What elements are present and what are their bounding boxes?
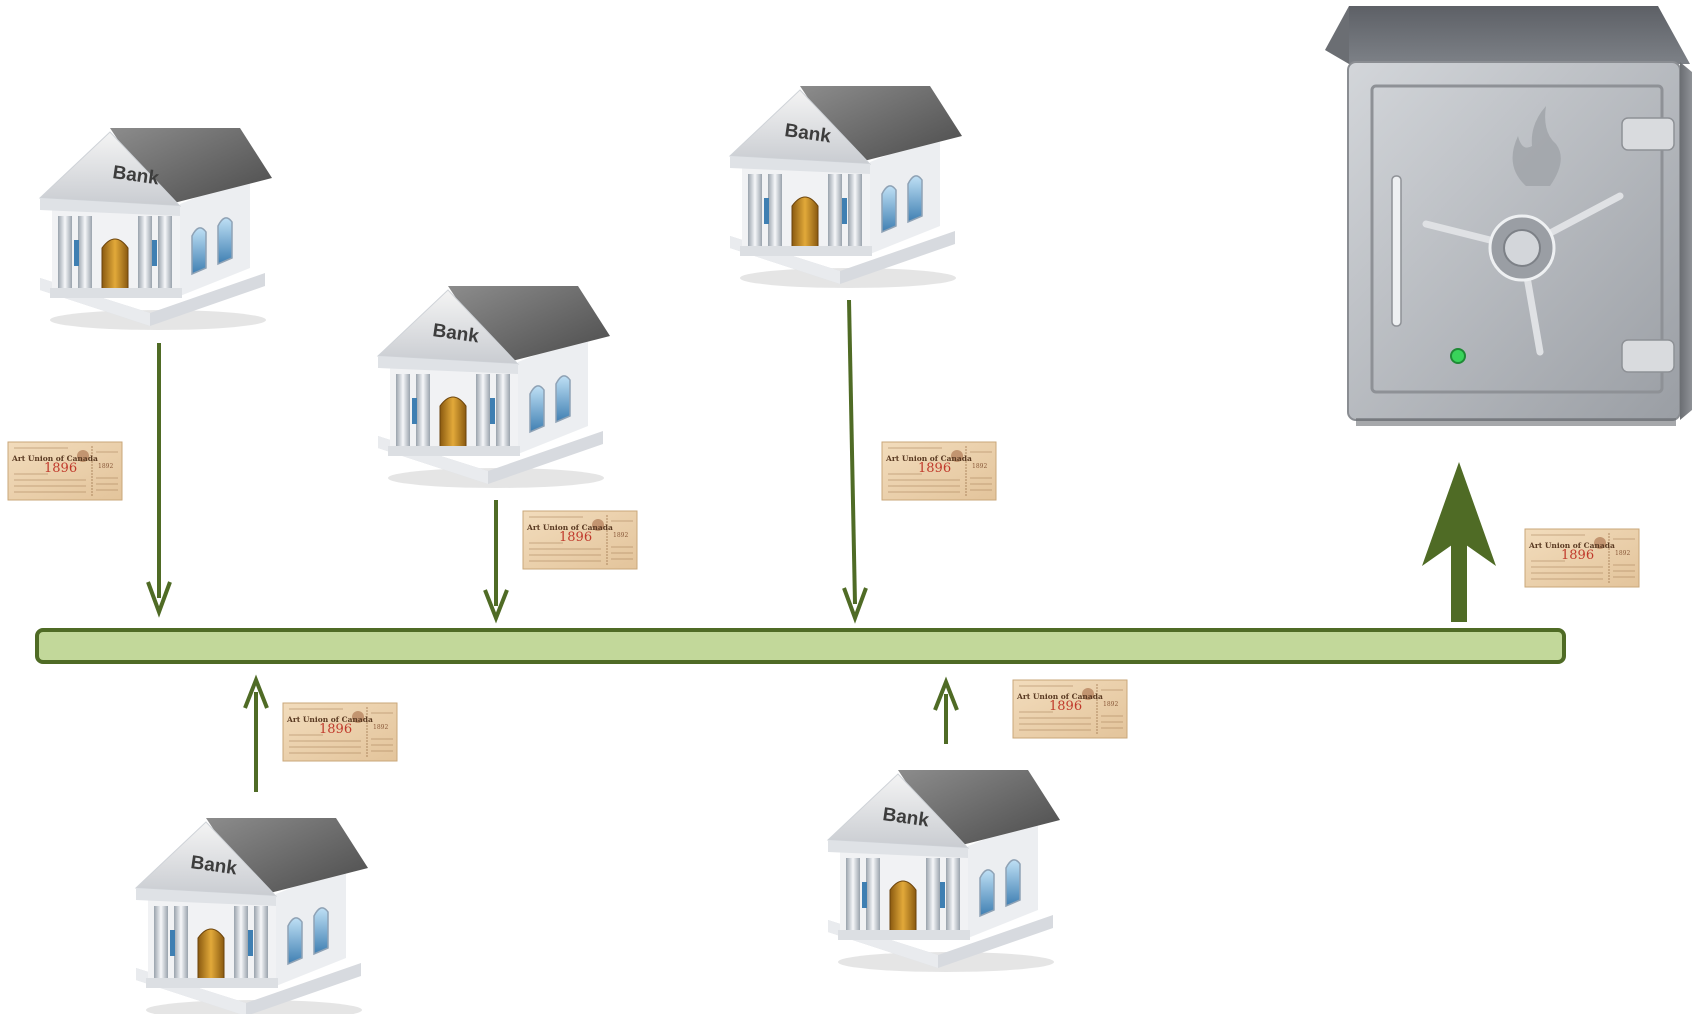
bank-4: Bank: [135, 817, 369, 1014]
svg-text:1896: 1896: [319, 722, 352, 737]
arrow-down-icon: [146, 343, 172, 618]
svg-text:1896: 1896: [1561, 548, 1594, 563]
arrow-down-icon: [842, 299, 868, 624]
svg-text:1892: 1892: [373, 724, 388, 731]
bank-2: Bank: [377, 285, 611, 489]
arrow-up-icon: [243, 674, 269, 792]
svg-text:1896: 1896: [559, 530, 592, 545]
svg-text:1896: 1896: [1049, 699, 1082, 714]
svg-text:Art Union of Canada: Art Union of Canada: [11, 454, 98, 463]
bank-1: Bank: [39, 127, 273, 331]
svg-text:1892: 1892: [1615, 550, 1630, 557]
svg-text:Art Union of Canada: Art Union of Canada: [1016, 692, 1103, 701]
certificate-icon: Art Union of Canada 1896 1892: [1012, 679, 1128, 739]
svg-text:1896: 1896: [918, 461, 951, 476]
svg-text:Art Union of Canada: Art Union of Canada: [1528, 541, 1615, 550]
settlement-bar: [35, 628, 1566, 664]
svg-text:1892: 1892: [972, 463, 987, 470]
bank-3: Bank: [729, 85, 963, 289]
svg-text:1896: 1896: [44, 461, 77, 476]
svg-text:1892: 1892: [613, 532, 628, 539]
certificate-icon: Art Union of Canada 1896 1892: [282, 702, 398, 762]
certificate-icon: Art Union of Canada 1896 1892: [522, 510, 638, 570]
arrow-up-icon: [1422, 462, 1496, 622]
arrow-up-icon: [933, 676, 959, 744]
svg-text:Art Union of Canada: Art Union of Canada: [526, 523, 613, 532]
arrow-down-icon: [483, 500, 509, 624]
certificate-icon: Art Union of Canada 1896 1892: [1524, 528, 1640, 588]
svg-text:1892: 1892: [98, 463, 113, 470]
certificate-icon: Art Union of Canada 1896 1892: [7, 441, 123, 501]
svg-text:1892: 1892: [1103, 701, 1118, 708]
bank-5: Bank: [827, 769, 1061, 973]
svg-text:Art Union of Canada: Art Union of Canada: [286, 715, 373, 724]
certificate-icon: Art Union of Canada 1896 1892: [881, 441, 997, 501]
safe-icon: [1325, 6, 1692, 426]
svg-text:Art Union of Canada: Art Union of Canada: [885, 454, 972, 463]
